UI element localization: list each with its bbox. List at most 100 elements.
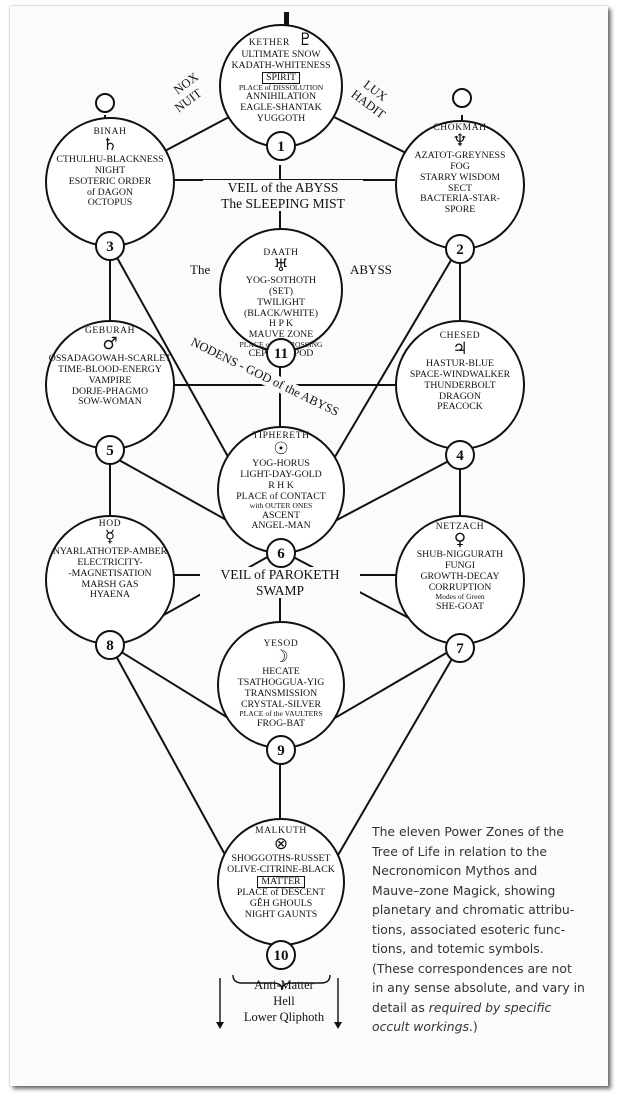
tiphereth-attribute: R H K (268, 479, 294, 491)
qliphoth-descent: Anti-Matter Hell Lower Qliphoth (225, 977, 343, 1025)
caption-text: detail as (372, 999, 429, 1015)
tiphereth-attribute: with OUTER ONES (249, 501, 313, 511)
tiphereth-number-badge: 6 (266, 538, 296, 568)
kether-number-badge: 1 (266, 131, 296, 161)
netzach-attribute: Modes of Green (435, 592, 485, 602)
chesed-attribute: DRAGON (439, 390, 481, 402)
yesod-name: YESOD (263, 639, 299, 649)
caption-line: Necronomicon Mythos and (372, 863, 538, 878)
hod-attribute: NYARLATHOTEP-AMBER (52, 546, 168, 558)
caption-line: (These correspondences are not (372, 960, 572, 976)
chokmah-attribute: SPORE (444, 204, 476, 216)
netzach-attribute: FUNGI (445, 560, 475, 572)
caption-text: .) (468, 1019, 478, 1034)
lower-qliphoth-label: Lower Qliphoth (243, 1010, 325, 1024)
geburah-attribute: VAMPIRE (88, 374, 132, 386)
chokmah-name: CHOKMAH (433, 123, 487, 133)
chesed-attribute: THUNDERBOLT (424, 379, 496, 391)
caption-emphasis: required by specific (428, 999, 552, 1015)
chokmah-attribute: STARRY WISDOM (419, 171, 501, 183)
daath-number-badge: 11 (266, 338, 296, 368)
hell-label: Hell (273, 994, 295, 1008)
daath-attribute: MAUVE ZONE (248, 329, 314, 341)
chokmah-attribute: BACTERIA-STAR- (420, 193, 500, 205)
daath-attribute: YOG-SOTHOTH (245, 275, 317, 287)
tiphereth-attribute: ANGEL-MAN (251, 520, 311, 532)
veil-paroketh-title: VEIL of PAROKETH (220, 567, 340, 582)
binah-name: BINAH (93, 127, 127, 137)
tiphereth-attribute: PLACE of CONTACT (236, 490, 326, 502)
kether-attribute: SPIRIT (216, 71, 346, 85)
caption-emphasis: occult workings (372, 1019, 469, 1034)
daath-name: DAATH (263, 248, 299, 258)
hod-number-badge: 8 (95, 630, 125, 660)
hod-planet-symbol-icon: ☿ (104, 527, 116, 548)
malkuth-attribute: OLIVE-CITRINE-BLACK (227, 864, 335, 876)
geburah-number-badge: 5 (95, 435, 125, 465)
kether-header: KETHER ♇ (216, 32, 346, 50)
caption-line: Mauve–zone Magick, showing (372, 882, 556, 898)
daath-planet-symbol-icon: ♅ (273, 256, 289, 277)
malkuth-attribute: MATTER (219, 875, 343, 889)
netzach-attribute: SHUB-NIGGURATH (416, 549, 504, 561)
kether-attribute: KADATH-WHITENESS (231, 60, 331, 72)
netzach-attribute: GROWTH-DECAY (420, 570, 500, 582)
caption-line: tions, and totemic symbols. (372, 941, 544, 956)
malkuth-attribute: PLACE of DESCENT (236, 887, 326, 899)
malkuth-name: MALKUTH (255, 826, 307, 836)
hod-attribute: ELECTRICITY- (77, 557, 143, 569)
yesod-attribute: HECATE (262, 666, 300, 678)
daath-attribute: (BLACK/WHITE) (243, 307, 318, 319)
chokmah-attribute: AZATOT-GREYNESS (414, 150, 506, 162)
chokmah-attribute: SECT (448, 182, 472, 194)
binah-number-badge: 3 (95, 231, 125, 261)
geburah-name: GEBURAH (84, 326, 136, 336)
chesed-attribute: HASTUR-BLUE (425, 358, 495, 370)
caption-line: in any sense absolute, and vary in (372, 980, 585, 995)
hod-name: HOD (98, 519, 122, 529)
malkuth-number-badge: 10 (266, 940, 296, 970)
caption-line: tions, associated esoteric func- (372, 921, 566, 937)
yesod-attribute: PLACE of the VAULTERS (239, 709, 323, 719)
kether-name: KETHER (248, 38, 290, 48)
veil-abyss-subtitle: The SLEEPING MIST (221, 195, 345, 211)
malkuth-attribute: SHOGGOTHS-RUSSET (231, 853, 331, 865)
daath-attribute: (SET) (269, 286, 293, 298)
the-label: The (190, 262, 211, 278)
yesod-attribute: FROG-BAT (257, 717, 305, 729)
kether-attribute: ANNIHILATION (245, 91, 317, 103)
chesed-name: CHESED (439, 331, 481, 341)
caption-line: planetary and chromatic attribu- (372, 902, 575, 917)
caption-line: occult workings.) (372, 1017, 598, 1037)
malkuth-attribute: GÊH GHOULS (249, 897, 313, 909)
figure-caption: The eleven Power Zones of the Tree of Li… (372, 822, 598, 1037)
caption-line: The eleven Power Zones of the (372, 824, 564, 839)
chesed-planet-symbol-icon: ♃ (452, 339, 468, 360)
kether-attribute: ULTIMATE SNOW (241, 49, 321, 61)
kether-attribute: EAGLE-SHANTAK (240, 102, 322, 114)
chokmah-number-badge: 2 (445, 234, 475, 264)
caption-line: Tree of Life in relation to the (372, 843, 548, 859)
chokmah-planet-symbol-icon: ♆ (452, 131, 468, 152)
yesod-number-badge: 9 (266, 735, 296, 765)
veil-paroketh-subtitle: SWAMP (255, 582, 304, 598)
tiphereth-planet-symbol-icon: ☉ (273, 439, 289, 460)
malkuth-planet-symbol-icon: ⊗ (273, 834, 289, 855)
kether-planet-symbol-icon: ♇ (297, 30, 314, 51)
binah-planet-symbol-icon: ♄ (102, 135, 118, 156)
tiphereth-name: TIPHERETH (252, 431, 310, 441)
yesod-planet-symbol-icon: ☽ (273, 647, 289, 668)
anti-matter-label: Anti-Matter (254, 978, 314, 992)
abyss-label: ABYSS (350, 262, 392, 278)
malkuth-boxed-term: MATTER (257, 875, 305, 889)
chesed-attribute: SPACE-WINDWALKER (409, 369, 511, 381)
binah-attribute: of DAGON (87, 186, 133, 198)
